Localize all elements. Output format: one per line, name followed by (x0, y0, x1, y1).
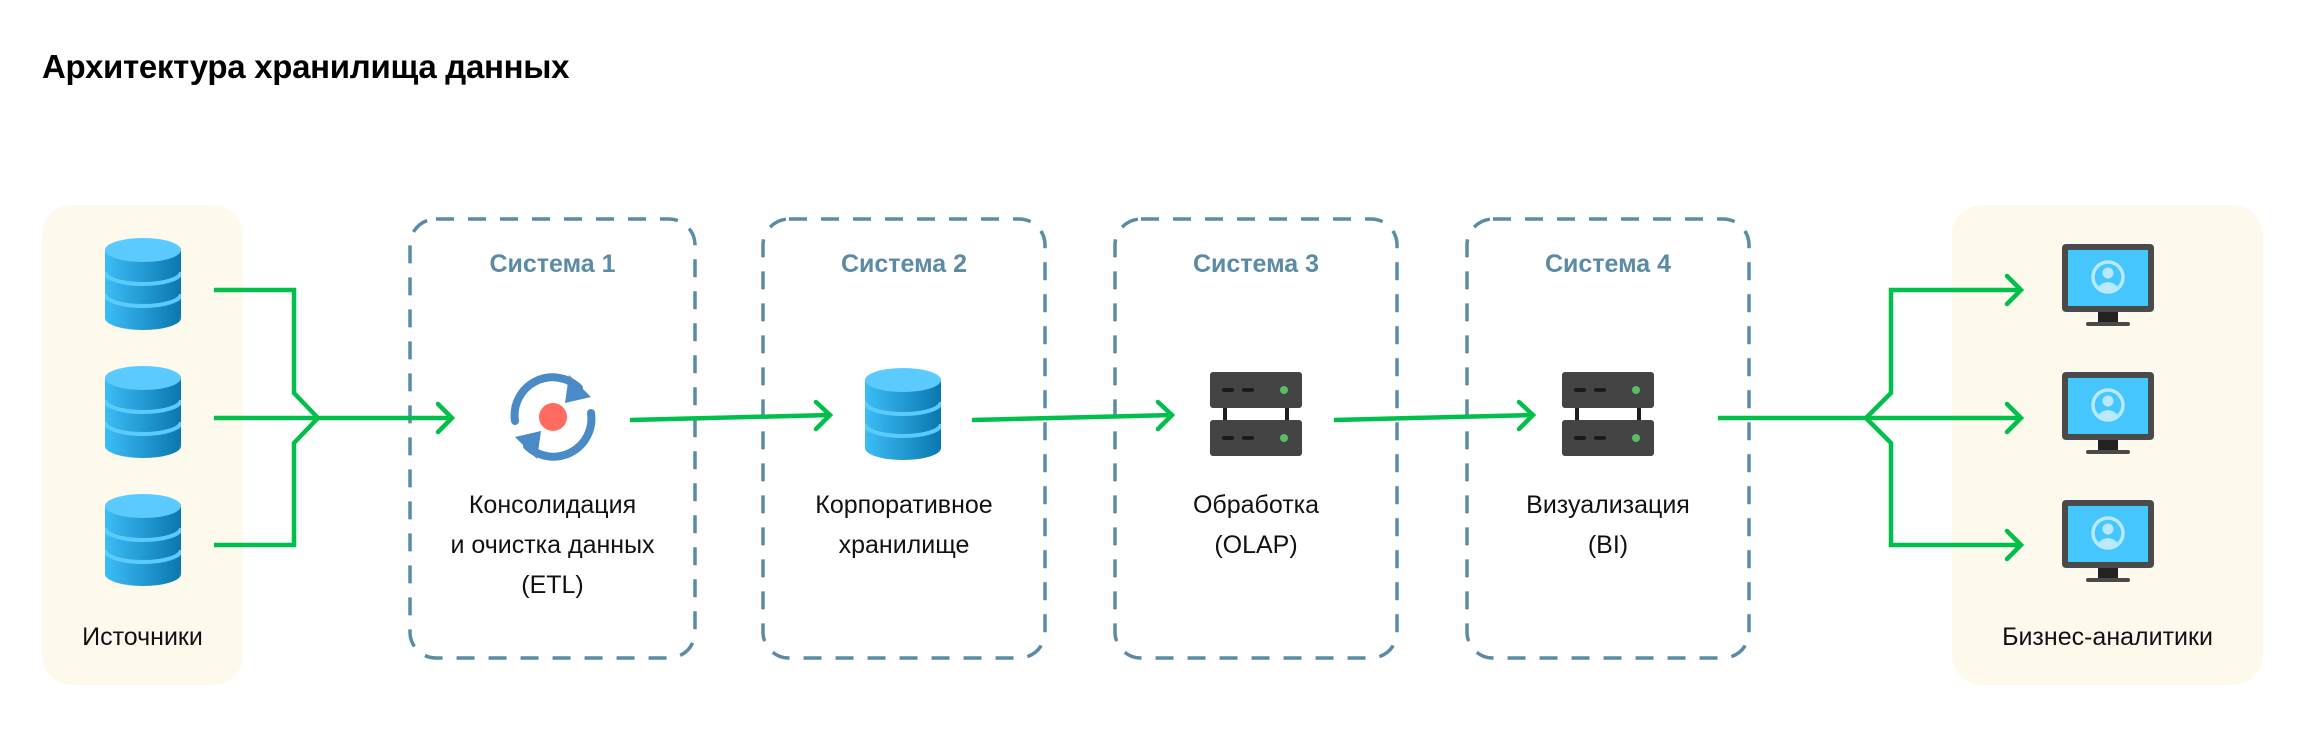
sources-zone: Источники (42, 205, 243, 685)
system-title: Система 1 (489, 250, 616, 278)
monitor-user-icon (2062, 372, 2154, 456)
system-title: Система 2 (840, 250, 968, 278)
label-line: хранилище (838, 531, 970, 559)
system-1-box: Система 1 Консолидация и очистка данных … (408, 217, 697, 660)
system-2-box: Система 2 Корпоративное хранилище (761, 217, 1047, 660)
label-line: и очистка данных (450, 531, 655, 559)
server-icon (1562, 372, 1654, 456)
label-line: Консолидация (468, 491, 637, 519)
monitor-user-icon (2062, 244, 2154, 328)
database-icon (105, 494, 181, 586)
system-label: Консолидация и очистка данных (ETL) (408, 485, 697, 605)
dashed-border (761, 217, 1047, 660)
system-title: Система 3 (1192, 250, 1320, 278)
database-icon (865, 368, 941, 460)
label-line: (ETL) (521, 571, 584, 599)
system-3-box: Система 3 Обработка (OLAP) (1113, 217, 1399, 660)
label-line: Обработка (1192, 491, 1320, 519)
dashed-border (408, 217, 697, 660)
system-label: Визуализация (BI) (1465, 485, 1751, 565)
monitor-user-icon (2062, 500, 2154, 584)
label-line: Корпоративное (815, 491, 993, 519)
sync-icon (510, 373, 596, 461)
system-label: Обработка (OLAP) (1113, 485, 1399, 565)
database-icon (105, 238, 181, 330)
page-title: Архитектура хранилища данных (42, 48, 570, 85)
dashed-border (1465, 217, 1751, 660)
dashed-border (1113, 217, 1399, 660)
database-icon (105, 366, 181, 458)
label-line: (OLAP) (1214, 531, 1298, 559)
system-title: Система 4 (1544, 250, 1672, 278)
consumers-zone: Бизнес-аналитики (1952, 205, 2263, 685)
label-line: Визуализация (1526, 491, 1690, 519)
sources-label: Источники (82, 623, 203, 651)
server-icon (1210, 372, 1302, 456)
consumers-label: Бизнес-аналитики (2002, 623, 2213, 651)
system-4-box: Система 4 Визуализация (BI) (1465, 217, 1751, 660)
system-label: Корпоративное хранилище (761, 485, 1047, 565)
label-line: (BI) (1587, 531, 1629, 559)
